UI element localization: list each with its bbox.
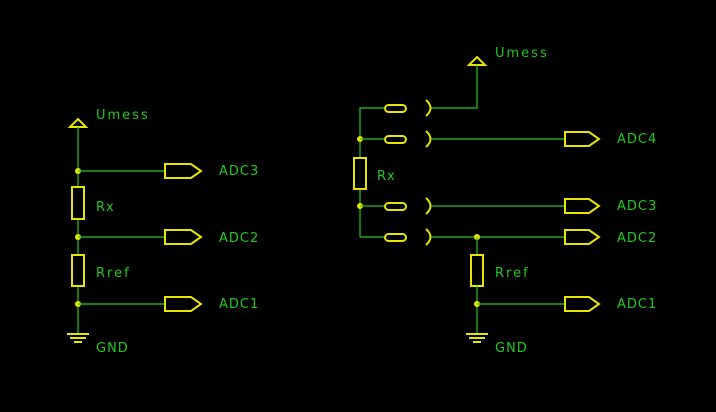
right-wire-rail-top <box>359 107 385 158</box>
right-rref-resistor <box>470 254 484 287</box>
left-circuit: Umess Rx Rref ADC3 ADC2 ADC1 GND <box>67 108 259 356</box>
right-adc1-port <box>564 296 601 312</box>
right-connector-socket-4 <box>425 228 432 246</box>
right-rref-label: Rref <box>495 266 530 281</box>
right-connector-pin-2 <box>384 135 407 144</box>
right-ground-symbol <box>466 333 488 343</box>
left-rref-label: Rref <box>96 266 131 281</box>
left-adc2-port <box>164 229 203 245</box>
left-supply-label: Umess <box>96 108 150 123</box>
right-supply-symbol <box>466 55 488 66</box>
right-gnd-label: GND <box>495 341 528 356</box>
right-adc2-label: ADC2 <box>617 231 657 246</box>
right-rx-label: Rx <box>377 169 396 184</box>
left-adc2-label: ADC2 <box>219 231 259 246</box>
left-adc3-port <box>164 163 203 179</box>
right-circuit: Umess Rx ADC4 ADC3 AD <box>353 46 657 356</box>
right-connector-pin-1 <box>384 104 407 113</box>
right-connector-pin-3 <box>384 202 407 211</box>
right-rx-resistor <box>353 157 367 190</box>
left-adc1-port <box>164 296 203 312</box>
right-connector-socket-2 <box>425 130 432 148</box>
left-rx-label: Rx <box>96 200 115 215</box>
right-adc4-port <box>564 131 601 147</box>
left-ground-symbol <box>67 333 89 343</box>
left-rx-resistor <box>71 186 85 220</box>
right-adc3-label: ADC3 <box>617 199 657 214</box>
left-gnd-label: GND <box>96 341 129 356</box>
right-adc3-port <box>564 198 601 214</box>
right-connector-socket-1 <box>425 99 432 117</box>
left-adc3-label: ADC3 <box>219 164 259 179</box>
right-adc2-port <box>564 229 601 245</box>
right-connector-pin-4 <box>384 233 407 242</box>
right-adc1-label: ADC1 <box>617 297 657 312</box>
right-wire-supply <box>431 65 478 109</box>
left-supply-symbol <box>67 117 89 128</box>
right-supply-label: Umess <box>495 46 549 61</box>
left-adc1-label: ADC1 <box>219 297 259 312</box>
right-connector-socket-3 <box>425 197 432 215</box>
left-rref-resistor <box>71 254 85 287</box>
right-adc4-label: ADC4 <box>617 132 657 147</box>
